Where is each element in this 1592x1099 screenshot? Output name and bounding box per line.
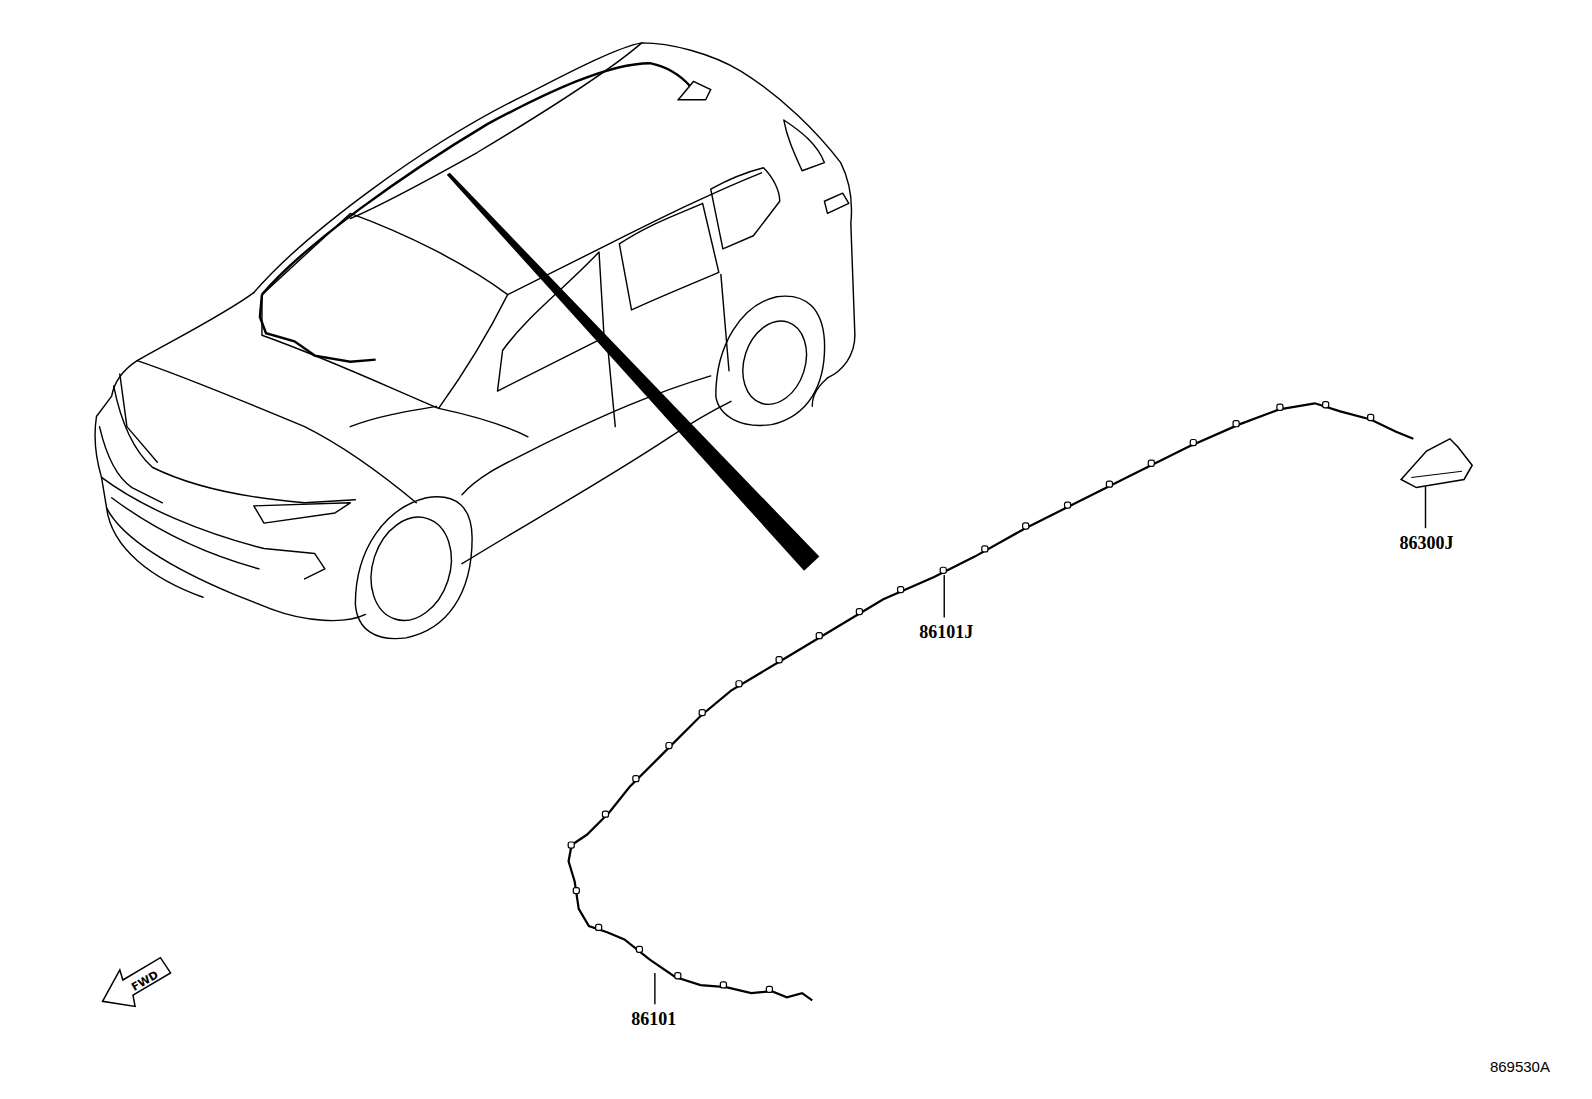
cable-clip [1233,421,1239,427]
cable-clip [898,587,904,593]
cable-clips [568,402,1374,993]
cable-clip [856,609,862,615]
antenna-cable [569,403,1414,1000]
cable-clip [720,982,726,988]
part-number: 86300J [1400,534,1454,552]
car-body [95,43,855,639]
antenna-detail [1411,471,1462,477]
figure-number: 869530A [1490,1059,1550,1074]
cable-clip [1106,481,1112,487]
leader-line [1425,487,1426,529]
leader-lines [655,487,1426,1005]
cable-clip [568,842,574,848]
pointer-wedge [447,173,820,571]
shark-fin-antenna [1401,439,1472,488]
cable-clip [1368,414,1374,420]
cable-clip [982,546,988,552]
leader-line [654,973,655,1004]
cable-clip [766,986,772,992]
cable-clip [1190,440,1196,446]
cable-clip [1148,460,1154,466]
cable-clip [636,946,642,952]
forward-label: FWD [130,969,160,993]
cable-clip [1065,502,1071,508]
forward-arrow [103,958,171,1007]
cable-clip [1023,523,1029,529]
cable-clip [1277,404,1283,410]
cable-clip [1323,402,1329,408]
cable-clip [573,888,579,894]
cable-clip [940,567,946,573]
cable-clip [675,973,681,979]
cable-clip [816,633,822,639]
cable-clip [596,924,602,930]
leader-line [944,575,945,618]
cable-clip [633,776,639,782]
part-number: 86101J [919,623,973,641]
cable-clip [776,657,782,663]
cable-clip [736,681,742,687]
part-number: 86101 [631,1010,676,1028]
cable-clip [602,811,608,817]
cable-clip [699,710,705,716]
cable-clip [666,743,672,749]
